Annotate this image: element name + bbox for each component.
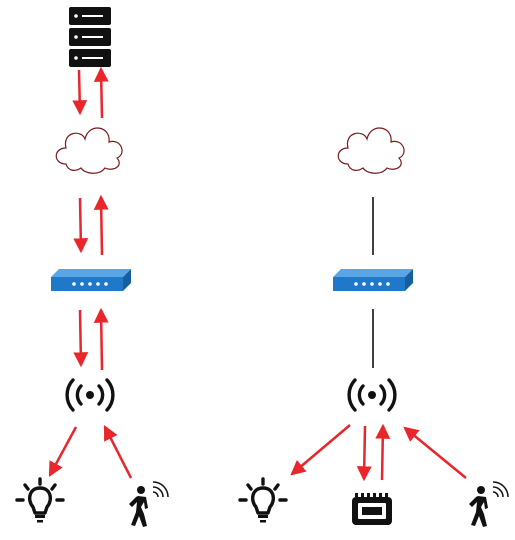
server-icon (68, 6, 112, 68)
arrow-router-to-wireless (73, 309, 89, 368)
arrow-cloud-to-server (93, 66, 109, 119)
arrow-edge-device-to-wireless (375, 423, 391, 481)
bulb-icon (15, 477, 65, 525)
edge-device-icon (352, 493, 392, 525)
walking-sensor-icon (468, 481, 509, 528)
arrow-wireless-to-bulb (290, 424, 351, 476)
arrow-sensor-to-wireless (403, 426, 467, 479)
router-icon (51, 269, 131, 291)
arrow-wireless-to-edge-device (356, 425, 372, 482)
right-diagram (238, 127, 509, 528)
bulb-icon (238, 477, 288, 525)
cloud-icon (55, 127, 123, 174)
wireless-icon (65, 378, 115, 412)
wireless-icon (347, 378, 397, 412)
arrow-cloud-to-router (73, 197, 89, 254)
router-icon (333, 269, 413, 291)
left-diagram (15, 6, 169, 528)
arrow-server-to-cloud (72, 69, 88, 116)
arrow-sensor-to-wireless (103, 424, 133, 479)
cloud-icon (337, 127, 405, 174)
arrow-router-to-cloud (93, 194, 109, 256)
arrow-wireless-to-router (93, 307, 109, 371)
walking-sensor-icon (128, 481, 169, 528)
arrow-wireless-to-bulb (48, 426, 78, 477)
